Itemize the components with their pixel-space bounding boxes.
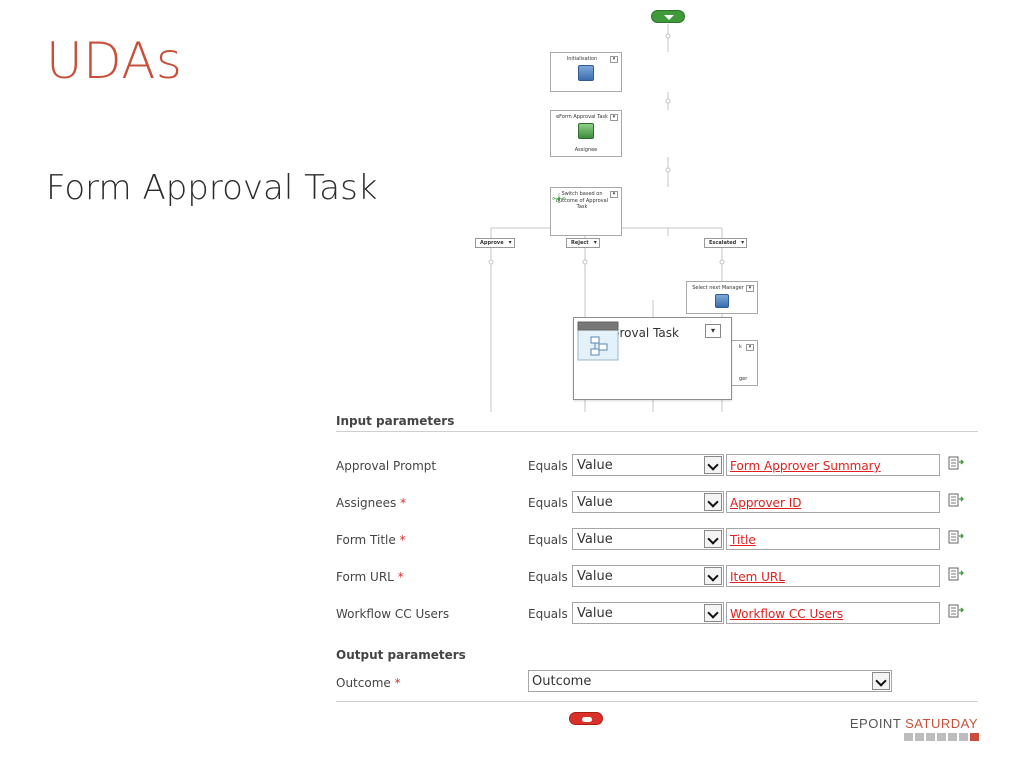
connector-dot (719, 259, 725, 265)
slide-subtitle: Form Approval Task (46, 168, 378, 208)
initialization-label: Initialisation (566, 56, 598, 62)
param-value-field[interactable]: Item URL (726, 565, 940, 587)
node-menu-icon[interactable]: ▾ (705, 324, 721, 338)
param-label: Form Title * (336, 533, 406, 547)
action-box-icon (578, 64, 594, 81)
input-parameters-heading: Input parameters (336, 414, 455, 428)
param-label: Assignees * (336, 496, 407, 510)
dropdown-arrow-icon[interactable] (704, 567, 722, 585)
dropdown-arrow-icon[interactable] (704, 530, 722, 548)
connector-dot (488, 259, 494, 265)
param-row-workflow-cc-users: Workflow CC Users Equals Value Workflow … (336, 602, 978, 626)
divider (336, 701, 978, 702)
connector-dot (665, 167, 671, 173)
dropdown-arrow-icon[interactable] (704, 604, 722, 622)
operator-label: Equals (528, 533, 568, 547)
param-row-approval-prompt: Approval Prompt Equals Value Form Approv… (336, 454, 978, 478)
connector-dot (665, 33, 671, 39)
node-menu-icon[interactable]: ▾ (610, 191, 618, 198)
eform-approval-action[interactable]: eForm Approval Task ▾ Assignee (550, 110, 622, 157)
dropdown-arrow-icon[interactable] (704, 456, 722, 474)
operator-label: Equals (528, 459, 568, 473)
operator-label: Equals (528, 607, 568, 621)
param-row-assignees: Assignees * Equals Value Approver ID (336, 491, 978, 515)
param-value-field[interactable]: Title (726, 528, 940, 550)
parameters-panel: Input parameters Approval Prompt Equals … (336, 412, 978, 702)
param-value-link[interactable]: Title (730, 533, 756, 547)
insert-reference-icon[interactable] (948, 567, 964, 583)
value-type-select[interactable]: Value (572, 454, 724, 476)
hidden-action-label: k (739, 344, 742, 350)
value-type-select[interactable]: Value (572, 565, 724, 587)
dropdown-arrow-icon[interactable] (872, 672, 890, 690)
eform-approval-label: eForm Approval Task (556, 114, 608, 120)
param-label: Approval Prompt (336, 459, 437, 473)
value-type-select[interactable]: Value (572, 528, 724, 550)
select-next-manager-label: Select next Manager (692, 285, 744, 291)
connector-dot (582, 259, 588, 265)
initialization-action[interactable]: Initialisation ▾ (550, 52, 622, 92)
operator-label: Equals (528, 496, 568, 510)
param-value-field[interactable]: Workflow CC Users (726, 602, 940, 624)
param-value-field[interactable]: Approver ID (726, 491, 940, 513)
user-task-icon (578, 122, 594, 139)
select-next-manager-action[interactable]: Select next Manager ▾ (686, 281, 758, 314)
param-row-form-url: Form URL * Equals Value Item URL (336, 565, 978, 589)
switch-icon (552, 193, 566, 203)
insert-reference-icon[interactable] (948, 530, 964, 546)
switch-action[interactable]: Switch based on outcome of Approval Task… (550, 187, 622, 236)
param-label: Workflow CC Users (336, 607, 450, 621)
param-value-field[interactable]: Form Approver Summary (726, 454, 940, 476)
param-row-form-title: Form Title * Equals Value Title (336, 528, 978, 552)
insert-reference-icon[interactable] (948, 456, 964, 472)
value-type-select[interactable]: Value (572, 602, 724, 624)
action-box-icon (715, 293, 729, 308)
param-value-link[interactable]: Workflow CC Users (730, 607, 844, 621)
branch-reject[interactable]: Reject (566, 238, 600, 248)
brand-squares (904, 733, 979, 741)
insert-reference-icon[interactable] (948, 604, 964, 620)
task-cube-icon (577, 321, 619, 361)
param-value-link[interactable]: Approver ID (730, 496, 802, 510)
branch-escalated[interactable]: Escalated (704, 238, 748, 248)
workflow-start-icon[interactable] (651, 10, 685, 23)
value-type-select[interactable]: Value (572, 491, 724, 513)
eform-approval-sublabel: Assignee (574, 147, 598, 153)
param-value-link[interactable]: Item URL (730, 570, 785, 584)
node-menu-icon[interactable]: ▾ (746, 285, 754, 292)
brand-logo: EPOINT SATURDAY (836, 716, 986, 746)
dropdown-arrow-icon[interactable] (704, 493, 722, 511)
node-menu-icon[interactable]: ▾ (610, 114, 618, 121)
operator-label: Equals (528, 570, 568, 584)
input-parameters-header: Input parameters (336, 412, 978, 432)
brand-text: EPOINT SATURDAY (849, 716, 978, 731)
param-label: Form URL * (336, 570, 404, 584)
connector-dot (665, 98, 671, 104)
outcome-label: Outcome * (336, 676, 401, 690)
workflow-diagram: Initialisation ▾ eForm Approval Task ▾ A… (0, 0, 1024, 420)
workflow-end-icon[interactable] (569, 712, 603, 725)
param-value-link[interactable]: Form Approver Summary (730, 459, 881, 473)
slide-title: UDAs (46, 32, 183, 90)
hidden-action-sublabel: ger (739, 376, 748, 382)
branch-approve[interactable]: Approve (475, 238, 515, 248)
approval-task-action[interactable]: Approval Task ▾ (573, 317, 732, 400)
insert-reference-icon[interactable] (948, 493, 964, 509)
output-parameters-heading: Output parameters (336, 648, 466, 662)
switch-label: Switch based on outcome of Approval Task (555, 191, 609, 210)
outcome-select[interactable]: Outcome (528, 670, 892, 692)
node-menu-icon[interactable]: ▾ (746, 344, 754, 351)
node-menu-icon[interactable]: ▾ (610, 56, 618, 63)
